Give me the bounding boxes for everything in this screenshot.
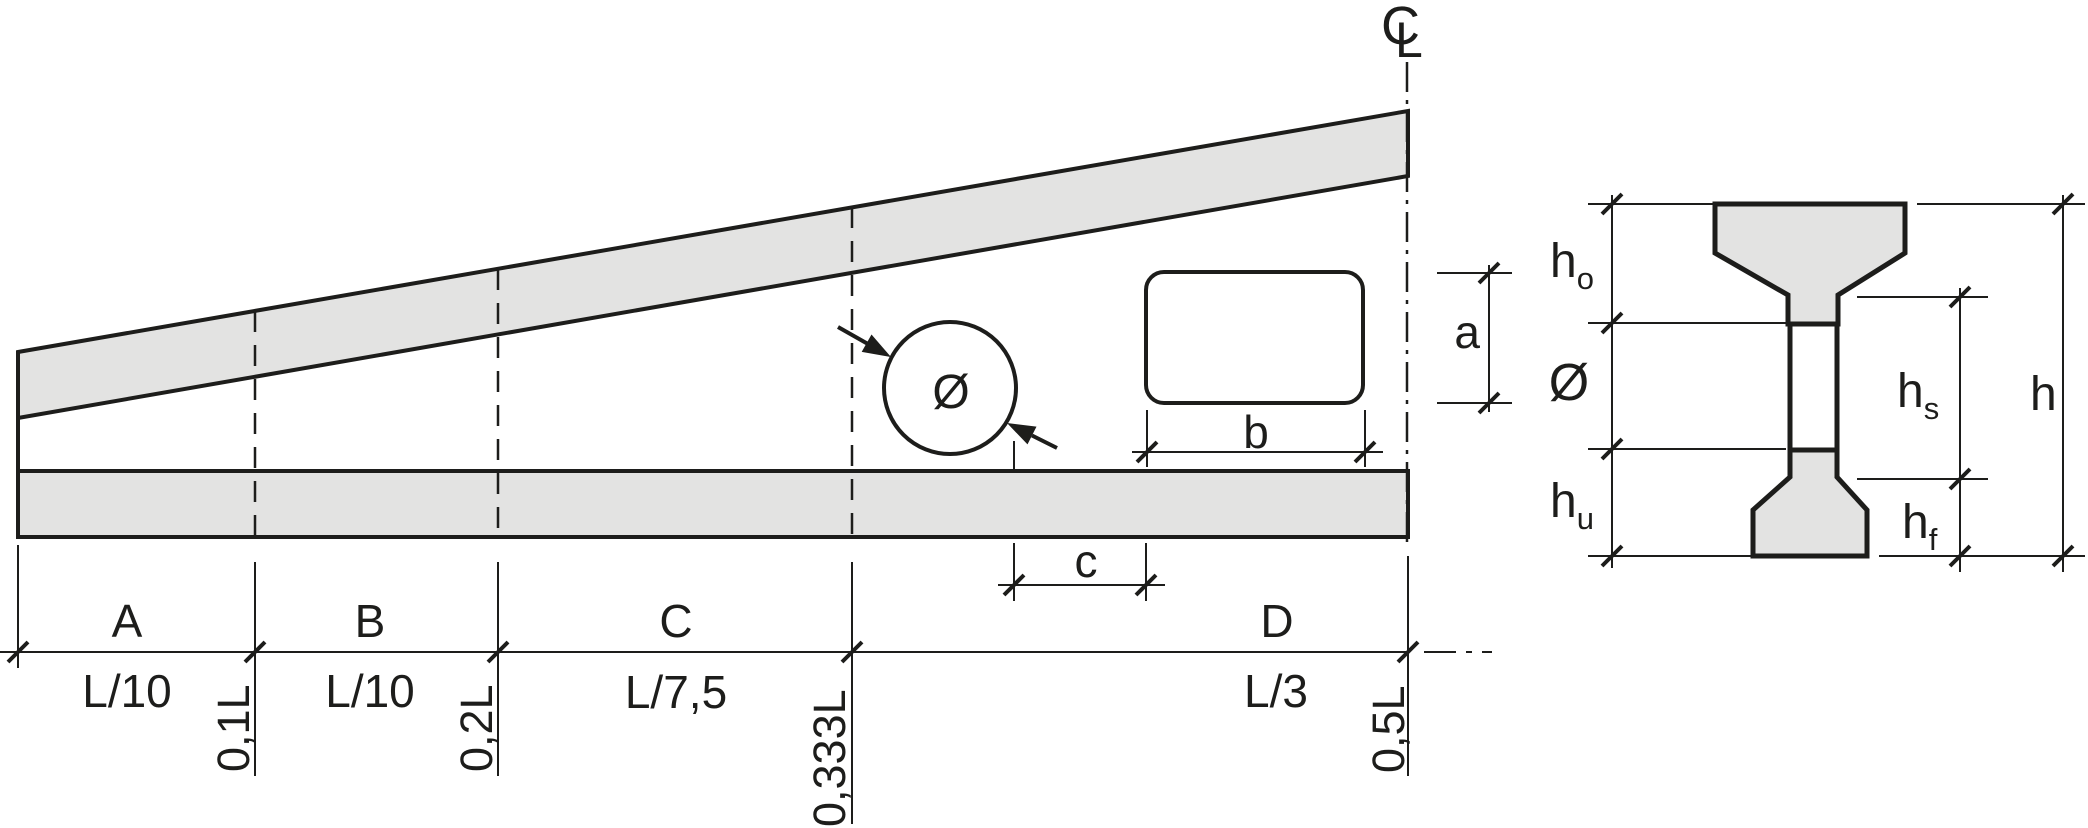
- dimension-c: c: [998, 441, 1165, 601]
- dimension-hf-label: hf: [1902, 496, 1938, 557]
- web-opening-circle: [882, 320, 1018, 456]
- circle-arrow-upper-left: [837, 325, 891, 357]
- zone-length-label: L/10: [82, 665, 172, 717]
- centerline-symbol-l: L: [1395, 12, 1423, 68]
- zone-name-label: B: [355, 595, 386, 647]
- section-total-height-dimension: h: [1879, 192, 2085, 572]
- bottom-chord: [16, 469, 1410, 539]
- section-middle-dimension-chain: hs hf: [1857, 285, 1988, 572]
- centerline-symbol: C L: [1381, 0, 1423, 68]
- beam-elevation: C L Ø b: [0, 0, 1512, 827]
- dimension-b: b: [1132, 406, 1383, 467]
- station-label: 0,1L: [208, 684, 259, 772]
- dimension-ho-label: ho: [1550, 235, 1594, 296]
- section-bottom-flange: [1750, 447, 1870, 559]
- dimension-b-label: b: [1243, 406, 1269, 458]
- dimension-a-label: a: [1454, 306, 1480, 358]
- station-label: 0,5L: [1363, 685, 1414, 773]
- zone-name-label: A: [112, 595, 143, 647]
- dimension-a: a: [1437, 261, 1512, 415]
- zone-length-label: L/7,5: [625, 666, 727, 718]
- girder-cross-section: ho Ø hu hs hf h: [1549, 192, 2085, 572]
- centerline-symbol-c: C: [1381, 0, 1420, 56]
- main-dimension-line: [0, 545, 1492, 824]
- zone-name-label: C: [659, 595, 692, 647]
- zone-name-label: D: [1260, 595, 1293, 647]
- station-label: 0,2L: [451, 684, 502, 772]
- section-left-dimension-chain: ho Ø hu: [1549, 192, 1786, 568]
- station-label: 0,333L: [804, 689, 855, 827]
- dimension-hs-label: hs: [1897, 365, 1939, 426]
- dimension-diameter-label: Ø: [1549, 354, 1589, 412]
- section-web: [1787, 324, 1840, 450]
- web-opening-rect: [1144, 270, 1365, 405]
- section-top-flange: [1712, 201, 1908, 327]
- dimension-c-label: c: [1075, 535, 1098, 587]
- circle-arrow-lower-right: [1007, 423, 1058, 450]
- zone-length-label: L/3: [1244, 665, 1308, 717]
- dimension-h-label: h: [2030, 368, 2057, 421]
- dimension-hu-label: hu: [1550, 475, 1594, 536]
- circle-diameter-label: Ø: [932, 366, 969, 419]
- zone-length-label: L/10: [325, 665, 415, 717]
